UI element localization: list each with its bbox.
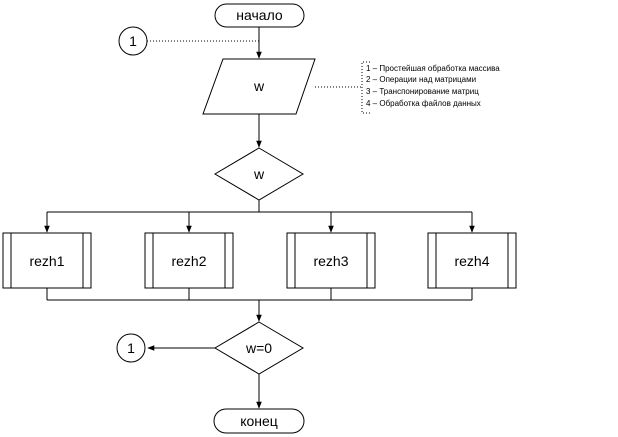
note-line-1: 1 – Простейшая обработка массива — [366, 64, 500, 73]
decision-mode: w — [214, 147, 304, 201]
decision-exit: w=0 — [214, 321, 304, 375]
process-rezh1: rezh1 — [2, 232, 92, 289]
note-line-3: 3 – Транспонирование матриц — [366, 87, 479, 96]
decision-mode-label: w — [253, 166, 265, 182]
note-line-2: 2 – Операции над матрицами — [366, 75, 476, 84]
process-rezh2-label: rezh2 — [171, 253, 206, 269]
process-rezh4: rezh4 — [427, 232, 517, 289]
input-label: w — [253, 78, 265, 94]
process-rezh3: rezh3 — [286, 232, 376, 289]
connector-top-label: 1 — [129, 33, 137, 49]
process-rezh3-label: rezh3 — [313, 253, 348, 269]
process-rezh1-label: rezh1 — [29, 253, 64, 269]
start-label: начало — [236, 7, 283, 23]
note-line-4: 4 – Обработка файлов данных — [366, 99, 481, 108]
start-terminator: начало — [214, 3, 305, 28]
end-terminator: конец — [213, 408, 305, 434]
connector-bottom: 1 — [116, 333, 146, 363]
mode-annotation: 1 – Простейшая обработка массива 2 – Опе… — [315, 61, 500, 114]
decision-exit-label: w=0 — [245, 340, 272, 356]
connector-bottom-label: 1 — [127, 340, 135, 356]
end-label: конец — [240, 413, 278, 429]
input-parallelogram: w — [202, 58, 316, 115]
process-rezh4-label: rezh4 — [454, 253, 489, 269]
connector-top: 1 — [118, 26, 148, 56]
process-rezh2: rezh2 — [144, 232, 234, 289]
